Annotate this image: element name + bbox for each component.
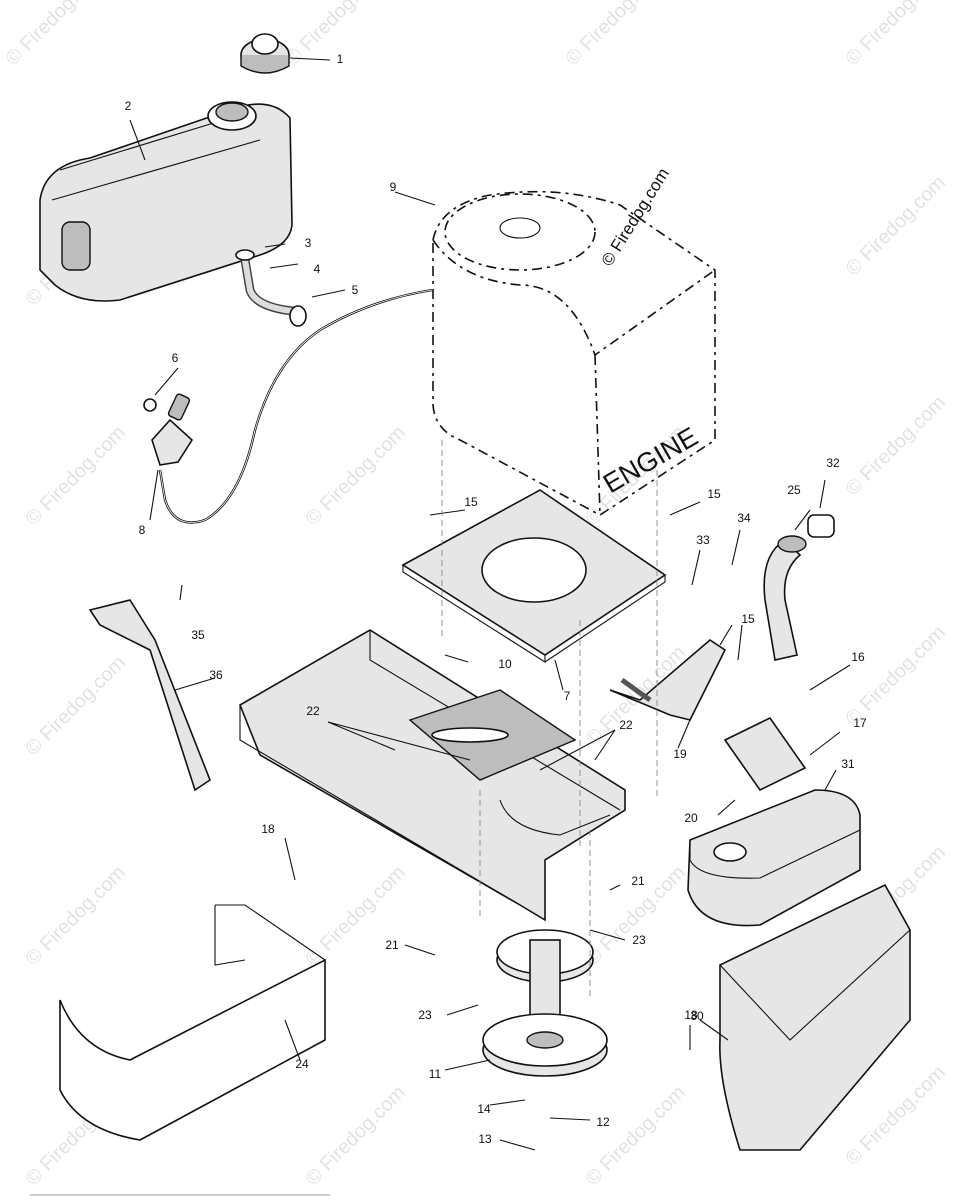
leader-lines — [129, 57, 851, 1151]
callout-c8: 8 — [139, 523, 146, 537]
callout-c9: 9 — [390, 180, 397, 194]
assembly-guide-lines — [441, 440, 658, 1000]
callout-c18a: 18 — [261, 822, 275, 836]
callout-c15b: 15 — [707, 487, 721, 501]
callout-c13: 13 — [478, 1132, 492, 1146]
callout-c34: 34 — [737, 511, 751, 525]
watermark-9: © Firedog.com — [842, 392, 951, 501]
callout-c3: 3 — [305, 236, 312, 250]
callout-c5: 5 — [352, 283, 359, 297]
callout-c7: 7 — [564, 689, 571, 703]
throttle-cable-part — [158, 288, 433, 524]
heat-shield-plate-part — [723, 716, 807, 792]
watermark-20: © Firedog.com — [582, 1082, 691, 1191]
watermark-3: © Firedog.com — [842, 0, 951, 70]
watermark-0: © Firedog.com — [2, 0, 111, 70]
callout-c12: 12 — [596, 1115, 610, 1129]
watermark-5: © Firedog.com — [842, 172, 951, 281]
fuel-hose-part — [235, 249, 307, 327]
callout-c36: 36 — [209, 668, 223, 682]
callout-c23b: 23 — [632, 933, 646, 947]
watermark-14: © Firedog.com — [22, 862, 131, 971]
callout-c2: 2 — [125, 99, 132, 113]
callout-c33: 33 — [696, 533, 710, 547]
muffler-bracket-part — [609, 638, 727, 721]
callout-c22a: 22 — [306, 704, 320, 718]
watermark-6: © Firedog.com — [22, 422, 131, 531]
callout-c21a: 21 — [385, 938, 399, 952]
watermark-2: © Firedog.com — [562, 0, 671, 70]
pulley-assembly-part — [482, 929, 608, 1077]
callout-c17: 17 — [853, 716, 867, 730]
callout-c15a: 15 — [464, 495, 478, 509]
callout-c15c: 15 — [741, 612, 755, 626]
callout-c25: 25 — [787, 483, 801, 497]
watermark-10: © Firedog.com — [22, 652, 131, 761]
callout-c35: 35 — [191, 628, 205, 642]
callout-c11: 11 — [429, 1067, 442, 1081]
muffler-part — [687, 789, 861, 927]
callout-c19: 19 — [673, 747, 687, 761]
engine-outline-part: ENGINE © Firedog.com — [432, 165, 716, 516]
callout-labels: 1234567891011121314151515161718181920212… — [125, 52, 867, 1146]
callout-c22b: 22 — [619, 718, 633, 732]
throttle-control-part — [143, 393, 194, 466]
exhaust-pipe-part — [763, 514, 835, 661]
callout-c4: 4 — [314, 262, 321, 276]
watermark-13: © Firedog.com — [842, 622, 951, 731]
callout-c24: 24 — [295, 1057, 309, 1071]
callout-c10: 10 — [498, 657, 512, 671]
engine-mount-plate-part — [401, 489, 667, 663]
callout-c30: 30 — [690, 1009, 704, 1023]
callout-c31: 31 — [841, 757, 855, 771]
watermark-7: © Firedog.com — [302, 422, 411, 531]
engine-label: ENGINE — [598, 421, 703, 499]
callout-c16: 16 — [851, 650, 865, 664]
callout-c32: 32 — [826, 456, 840, 470]
fuel-cap-part — [240, 33, 290, 74]
mower-shield-part — [719, 883, 911, 1151]
fuel-tank-part — [39, 101, 293, 302]
copyright-label: © Firedog.com — [598, 165, 673, 270]
callout-c23a: 23 — [418, 1008, 432, 1022]
callout-c6: 6 — [172, 351, 179, 365]
watermark-15: © Firedog.com — [302, 862, 411, 971]
callout-c1: 1 — [337, 52, 344, 66]
brace-part — [88, 599, 211, 792]
callout-c20: 20 — [684, 811, 698, 825]
frame-part — [238, 629, 626, 922]
callout-c21b: 21 — [631, 874, 645, 888]
watermark-19: © Firedog.com — [302, 1082, 411, 1191]
callout-c18b: 18 — [684, 1008, 698, 1022]
battery-guard-part — [59, 904, 326, 1141]
callout-c14: 14 — [477, 1102, 491, 1116]
